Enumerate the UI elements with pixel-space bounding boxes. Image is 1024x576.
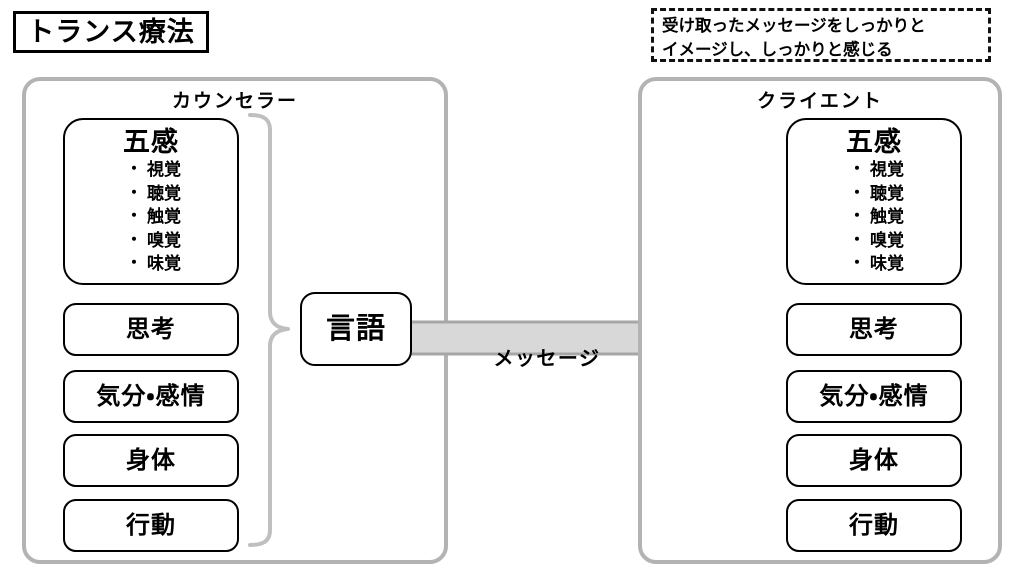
diagram-title-plate: トランス療法 (13, 11, 209, 53)
counselor-five-senses-heading: 五感 (123, 127, 179, 157)
sense-label: 嗅覚 (870, 230, 904, 250)
list-item: ・触覚 (121, 205, 181, 229)
client-box-mood-emotion-label: 気分・感情 (819, 382, 929, 410)
list-item: ・味覚 (844, 252, 904, 276)
annotation-note-line-2: イメージし、しっかりと感じる (662, 41, 893, 59)
bullet-icon: ・ (848, 255, 865, 273)
sense-label: 聴覚 (147, 183, 181, 203)
list-item: ・嗅覚 (121, 229, 181, 253)
sense-label: 嗅覚 (147, 230, 181, 250)
list-item: ・聴覚 (844, 182, 904, 206)
client-five-senses-box: 五感 ・視覚 ・聴覚 ・触覚 ・嗅覚 ・味覚 (786, 118, 962, 285)
panel-client-title: クライエント (757, 91, 883, 112)
counselor-box-thought-label: 思考 (126, 315, 176, 343)
client-box-thought-label: 思考 (849, 315, 899, 343)
bullet-icon: ・ (848, 208, 865, 226)
sense-label: 味覚 (147, 254, 181, 274)
bullet-icon: ・ (848, 161, 865, 179)
bullet-icon: ・ (848, 184, 865, 202)
client-box-body-label: 身体 (849, 446, 899, 474)
bullet-icon: ・ (125, 208, 142, 226)
sense-label: 視覚 (870, 160, 904, 180)
list-item: ・触覚 (844, 205, 904, 229)
counselor-box-thought: 思考 (63, 303, 239, 356)
counselor-box-body-label: 身体 (126, 446, 176, 474)
annotation-note: 受け取ったメッセージをしっかりと イメージし、しっかりと感じる (651, 8, 991, 62)
client-box-mood-emotion: 気分・感情 (786, 370, 962, 423)
language-box-label: 言語 (325, 312, 386, 345)
diagram-title-text: トランス療法 (27, 16, 195, 47)
panel-counselor-title: カウンセラー (171, 91, 298, 112)
bullet-icon: ・ (125, 161, 142, 179)
list-item: ・味覚 (121, 252, 181, 276)
counselor-box-body: 身体 (63, 434, 239, 487)
annotation-note-line-1: 受け取ったメッセージをしっかりと (662, 17, 926, 35)
list-item: ・聴覚 (121, 182, 181, 206)
list-item: ・嗅覚 (844, 229, 904, 253)
client-box-behavior-label: 行動 (849, 511, 899, 539)
sense-label: 視覚 (147, 160, 181, 180)
counselor-box-behavior: 行動 (63, 499, 239, 552)
counselor-box-mood-emotion: 気分・感情 (63, 370, 239, 423)
bullet-icon: ・ (125, 184, 142, 202)
client-box-thought: 思考 (786, 303, 962, 356)
list-item: ・視覚 (121, 158, 181, 182)
counselor-five-senses-list: ・視覚 ・聴覚 ・触覚 ・嗅覚 ・味覚 (121, 158, 181, 276)
client-five-senses-list: ・視覚 ・聴覚 ・触覚 ・嗅覚 ・味覚 (844, 158, 904, 276)
client-five-senses-heading: 五感 (846, 127, 902, 157)
sense-label: 聴覚 (870, 183, 904, 203)
sense-label: 触覚 (147, 207, 181, 227)
bullet-icon: ・ (125, 231, 142, 249)
counselor-brace-icon (248, 113, 290, 547)
sense-label: 味覚 (870, 254, 904, 274)
client-box-body: 身体 (786, 434, 962, 487)
counselor-box-behavior-label: 行動 (126, 511, 176, 539)
client-box-behavior: 行動 (786, 499, 962, 552)
counselor-box-mood-emotion-label: 気分・感情 (96, 382, 206, 410)
bullet-icon: ・ (848, 231, 865, 249)
language-box: 言語 (300, 292, 412, 366)
counselor-five-senses-box: 五感 ・視覚 ・聴覚 ・触覚 ・嗅覚 ・味覚 (63, 118, 239, 285)
list-item: ・視覚 (844, 158, 904, 182)
message-arrow-label: メッセージ (493, 348, 601, 370)
sense-label: 触覚 (870, 207, 904, 227)
bullet-icon: ・ (125, 255, 142, 273)
